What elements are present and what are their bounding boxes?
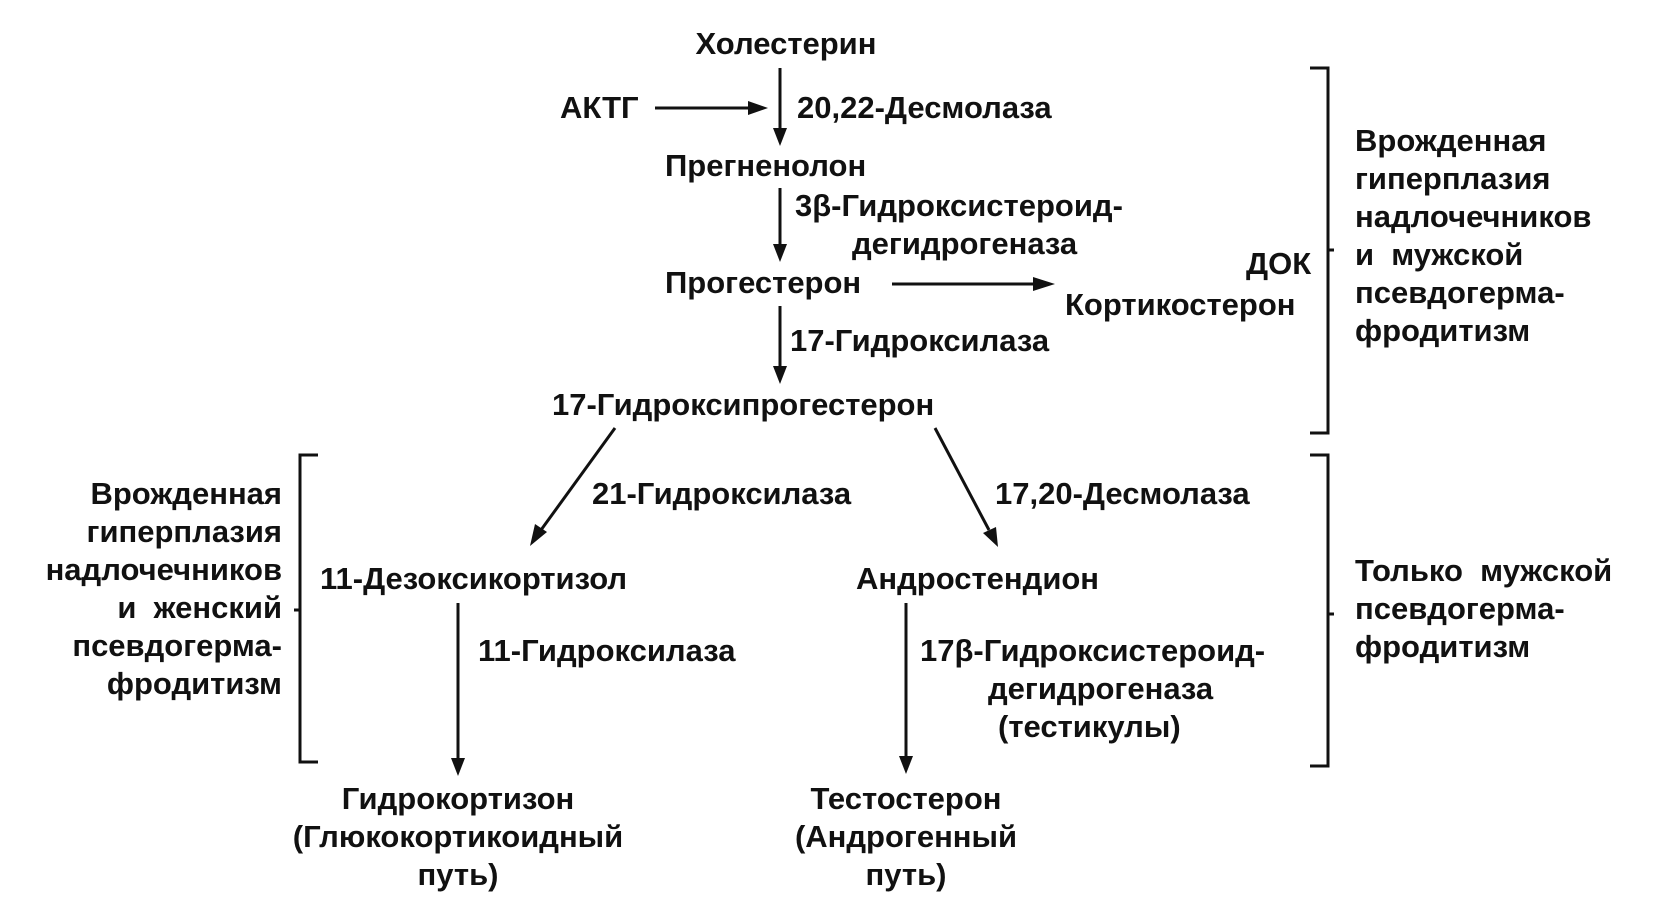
condition-lower-left: Врожденная гиперплазия надлочечников и ж… [45,476,282,701]
compound-dok: ДОК [1246,246,1312,281]
enzyme-3b-hsd: 3β-Гидроксистероид- дегидрогеназа [795,188,1123,261]
compound-progesterone: Прогестерон [665,265,862,300]
arrow-17ohp-androstenedione [933,427,991,531]
arrowhead [530,524,547,546]
enzyme-21-hydroxylase: 21-Гидроксилаза [592,476,852,511]
arrowhead [773,128,787,146]
arrowhead [1033,277,1055,291]
compound-androstenedione: Андростендион [856,561,1100,596]
compound-corticosterone: Кортикостерон [1065,287,1296,322]
compound-cholesterol: Холестерин [695,26,877,61]
compound-testosterone: Тестостерон (Андрогенный путь) [794,781,1018,892]
compound-17-hydroxyprogesterone: 17-Гидроксипрогестерон [552,387,935,422]
arrowhead [748,101,768,115]
arrow-17ohp-deoxycortisol [539,427,617,531]
arrowhead [773,244,787,262]
condition-upper-right: Врожденная гиперплазия надлочечников и м… [1355,123,1592,348]
enzyme-11-hydroxylase: 11-Гидроксилаза [478,633,736,668]
bracket-lower-left [294,453,318,764]
arrowhead [773,366,787,384]
arrowhead [451,758,465,776]
enzyme-17-20-desmolase: 17,20-Десмолаза [995,476,1250,511]
bracket-upper-right [1310,66,1334,435]
enzyme-20-22-desmolase: 20,22-Десмолаза [797,90,1052,125]
arrowhead [899,756,913,774]
enzyme-17-hydroxylase: 17-Гидроксилаза [790,323,1050,358]
compound-hydrocortisone: Гидрокортизон (Глюкокортикоидный путь) [292,781,624,892]
bracket-lower-right [1310,453,1334,768]
compound-acth: АКТГ [560,90,639,125]
compound-11-deoxycortisol: 11-Дезоксикортизол [320,561,628,596]
enzyme-17b-hsd: 17β-Гидроксистероид- дегидрогеназа (тест… [920,633,1266,744]
condition-lower-right: Только мужской псевдогерма- фродитизм [1355,553,1613,664]
compound-pregnenolone: Прегненолон [665,148,867,183]
arrowhead [983,527,998,547]
